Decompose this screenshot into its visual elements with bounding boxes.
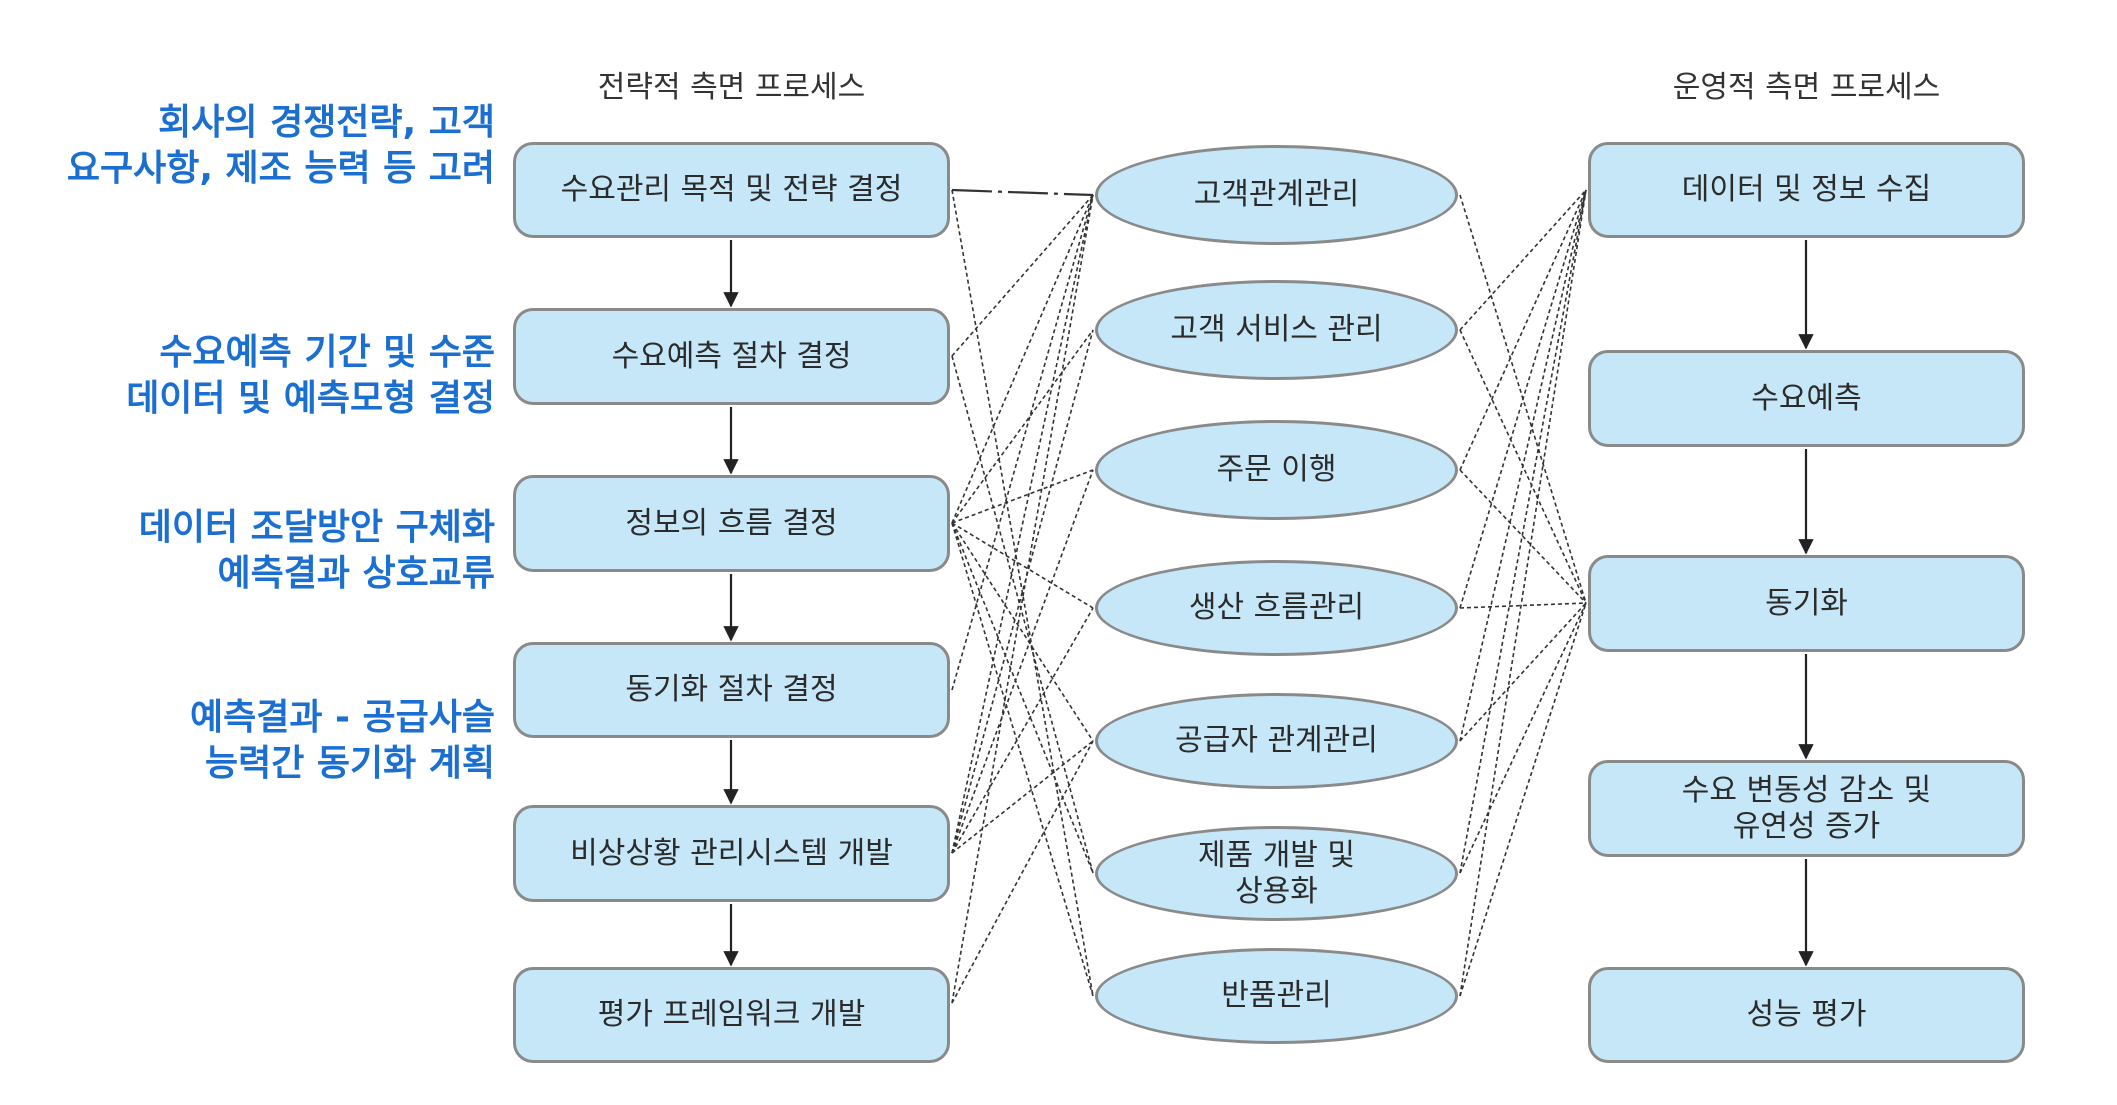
- strategic-step-contingency: 비상상황 관리시스템 개발: [513, 805, 950, 902]
- strategic-step-forecast-procedure: 수요예측 절차 결정: [513, 308, 950, 405]
- operational-step-data-collection: 데이터 및 정보 수집: [1588, 142, 2025, 238]
- process-customer-service: 고객 서비스 관리: [1095, 280, 1458, 380]
- strategic-process-link: [951, 194, 1094, 1004]
- strategic-step-synchronization: 동기화 절차 결정: [513, 642, 950, 738]
- process-operational-link: [1459, 189, 1587, 609]
- operational-step-variability-reduction: 수요 변동성 감소 및 유연성 증가: [1588, 760, 2025, 857]
- process-operational-link: [1459, 469, 1587, 604]
- strategic-step-evaluation: 평가 프레임워크 개발: [513, 967, 950, 1063]
- annotation-line: 데이터 조달방안 구체화: [138, 507, 495, 548]
- process-order-fulfillment: 주문 이행: [1095, 420, 1458, 520]
- strategic-process-link: [951, 329, 1094, 524]
- strategic-process-link: [951, 522, 1094, 742]
- annotation-synchronization-plan: 예측결과 - 공급사슬 능력간 동기화 계획: [190, 695, 495, 787]
- strategic-process-link: [951, 355, 1094, 874]
- annotation-data-sourcing: 데이터 조달방안 구체화 예측결과 상호교류: [139, 505, 495, 597]
- process-operational-link: [1459, 189, 1587, 874]
- annotation-forecast-horizon: 수요예측 기간 및 수준 데이터 및 예측모형 결정: [126, 330, 495, 422]
- annotation-line: 능력간 동기화 계획: [204, 743, 495, 784]
- process-operational-link: [1459, 189, 1587, 742]
- operational-step-synchronization: 동기화: [1588, 555, 2025, 652]
- process-product-development: 제품 개발 및 상용화: [1095, 826, 1458, 921]
- annotation-line: 요구사항, 제조 능력 등 고려: [66, 148, 495, 189]
- process-operational-link: [1459, 602, 1587, 997]
- strategic-process-link: [951, 469, 1094, 854]
- process-operational-link: [1459, 602, 1587, 742]
- strategic-process-link: [951, 188, 1094, 197]
- annotation-strategy-considerations: 회사의 경쟁전략, 고객 요구사항, 제조 능력 등 고려: [67, 100, 495, 192]
- strategic-process-link: [951, 607, 1094, 854]
- strategic-step-information-flow: 정보의 흐름 결정: [513, 475, 950, 572]
- annotation-line: 예측결과 - 공급사슬: [190, 697, 495, 738]
- strategic-process-link: [951, 740, 1094, 1004]
- process-manufacturing-flow: 생산 흐름관리: [1095, 560, 1458, 656]
- strategic-process-link: [951, 329, 1094, 854]
- process-operational-link: [1459, 189, 1587, 331]
- process-supplier-relationship: 공급자 관계관리: [1095, 693, 1458, 789]
- process-returns-management: 반품관리: [1095, 948, 1458, 1044]
- process-operational-link: [1459, 602, 1587, 874]
- annotation-line: 예측결과 상호교류: [217, 553, 496, 594]
- strategic-process-link: [951, 194, 1094, 357]
- annotation-line: 데이터 및 예측모형 결정: [126, 378, 495, 419]
- strategic-step-objectives: 수요관리 목적 및 전략 결정: [513, 142, 950, 238]
- process-customer-relationship: 고객관계관리: [1095, 145, 1458, 245]
- process-operational-link: [1459, 189, 1587, 997]
- strategic-process-link: [951, 194, 1094, 524]
- process-operational-link: [1459, 189, 1587, 471]
- operational-step-forecasting: 수요예측: [1588, 350, 2025, 447]
- strategic-process-link: [951, 522, 1094, 874]
- annotation-line: 회사의 경쟁전략, 고객: [158, 102, 495, 143]
- process-operational-link: [1459, 602, 1587, 609]
- strategic-process-link: [951, 194, 1094, 854]
- operational-step-performance: 성능 평가: [1588, 967, 2025, 1063]
- strategic-header: 전략적 측면 프로세스: [597, 70, 866, 105]
- strategic-process-link: [951, 740, 1094, 854]
- strategic-process-link: [951, 522, 1094, 997]
- strategic-process-link: [951, 469, 1094, 524]
- annotation-line: 수요예측 기간 및 수준: [159, 332, 495, 373]
- strategic-process-link: [951, 194, 1094, 691]
- operational-header: 운영적 측면 프로세스: [1672, 70, 1941, 105]
